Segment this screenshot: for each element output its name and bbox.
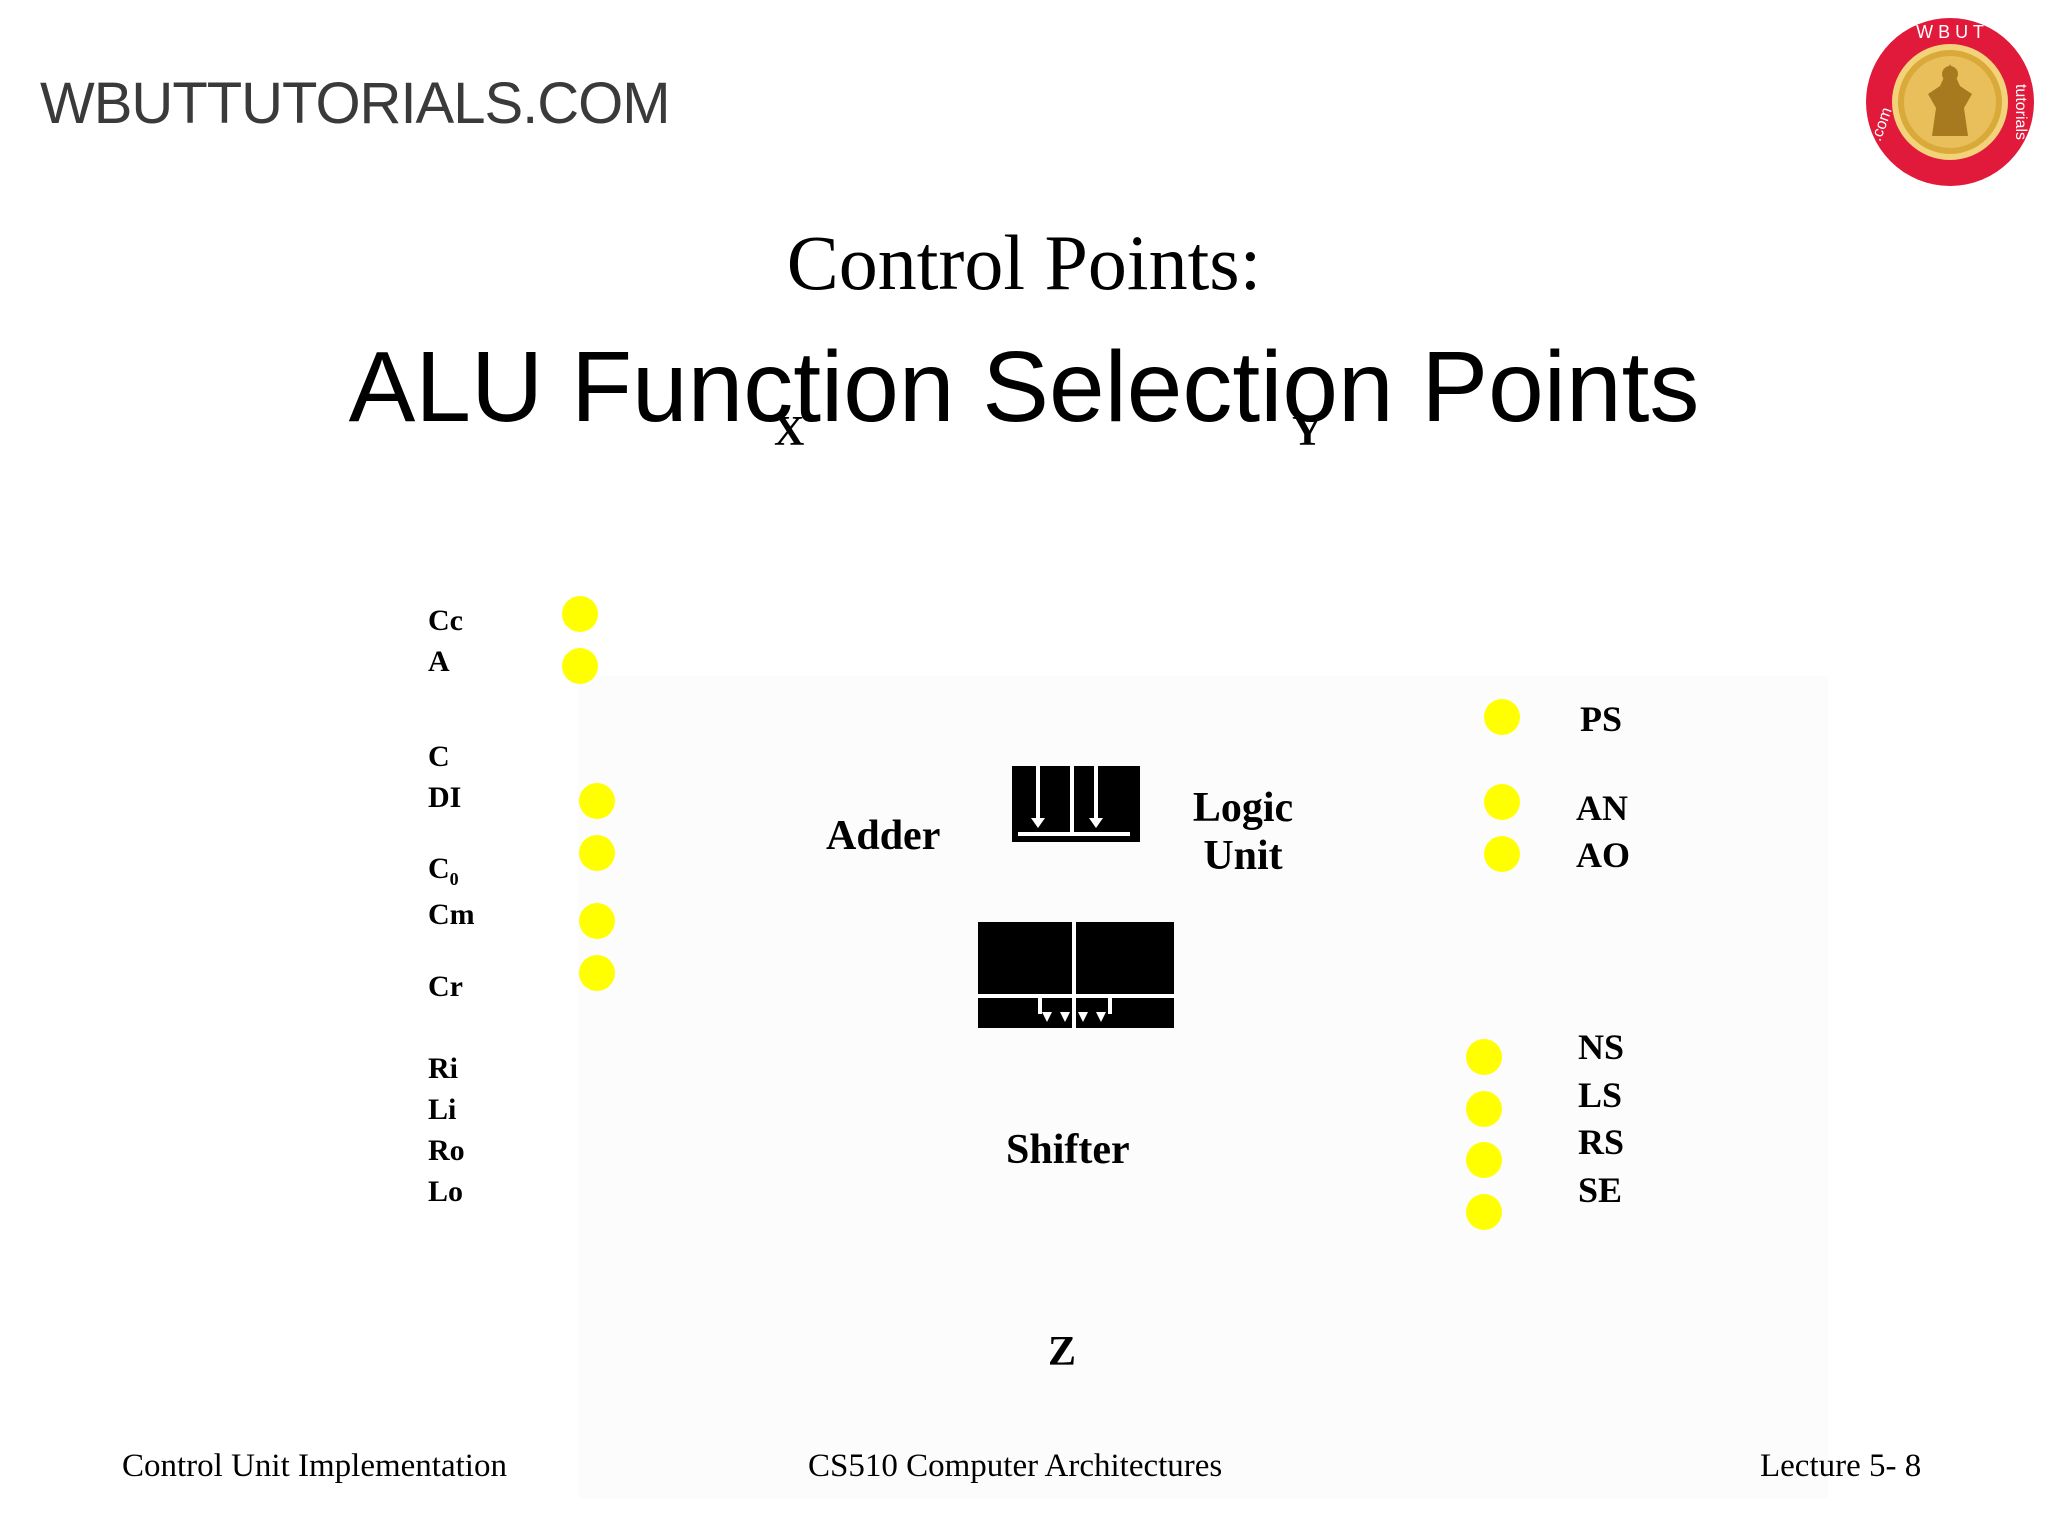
adder-label: Adder [826,813,941,859]
logic-unit-label: Logic Unit [1188,784,1298,880]
wbut-logo: W B U T tutorials .com [1866,18,2034,186]
control-label-c: C [428,740,450,773]
control-label-di: DI [428,781,462,814]
control-label-cr: Cr [428,970,463,1003]
control-point [562,596,598,632]
control-label-c0-base: C [428,852,450,885]
control-label-ns: NS [1578,1027,1625,1067]
control-label-a: A [428,645,450,678]
site-watermark: WBUTTUTORIALS.COM [40,71,671,136]
footer-center: CS510 Computer Architectures [808,1448,1223,1484]
control-label-cm: Cm [428,898,475,931]
control-label-ro: Ro [428,1134,465,1167]
input-x-label: X [774,409,805,455]
control-point [1466,1091,1502,1127]
input-y-label: Y [1292,409,1323,455]
control-point [579,955,615,991]
svg-text:W B U T: W B U T [1916,22,1984,42]
control-label-cc: Cc [428,604,463,637]
control-point [1466,1039,1502,1075]
control-label-an: AN [1576,788,1628,828]
control-point [579,903,615,939]
control-point [1484,836,1520,872]
control-point [562,648,598,684]
slide-title: Control Points: [786,219,1262,306]
diagram-panel [578,676,1828,1498]
svg-text:tutorials: tutorials [2012,84,2029,140]
shifter-block [978,922,1174,1028]
control-point [1484,699,1520,735]
footer-left: Control Unit Implementation [122,1448,507,1484]
control-point [1466,1142,1502,1178]
output-z-label: Z [1048,1329,1077,1375]
control-point [579,783,615,819]
footer-right: Lecture 5- 8 [1760,1448,1922,1484]
control-label-li: Li [428,1093,457,1126]
control-label-c0: C0 [428,852,459,890]
shifter-label: Shifter [1006,1127,1130,1173]
control-label-lo: Lo [428,1175,464,1208]
control-label-ri: Ri [428,1052,458,1085]
control-point [1466,1194,1502,1230]
control-label-ao: AO [1576,835,1630,875]
control-label-c0-subscript: 0 [449,869,459,889]
control-point [579,835,615,871]
control-point [1484,784,1520,820]
control-label-ls: LS [1578,1075,1623,1115]
slide-subtitle: ALU Function Selection Points [348,331,1700,443]
adder-logic-block [1012,766,1140,842]
control-label-se: SE [1578,1170,1623,1210]
logic-unit-label-line1: Logic [1192,785,1294,831]
logic-unit-label-line2: Unit [1203,833,1283,879]
control-label-ps: PS [1580,699,1623,739]
control-label-rs: RS [1578,1122,1625,1162]
